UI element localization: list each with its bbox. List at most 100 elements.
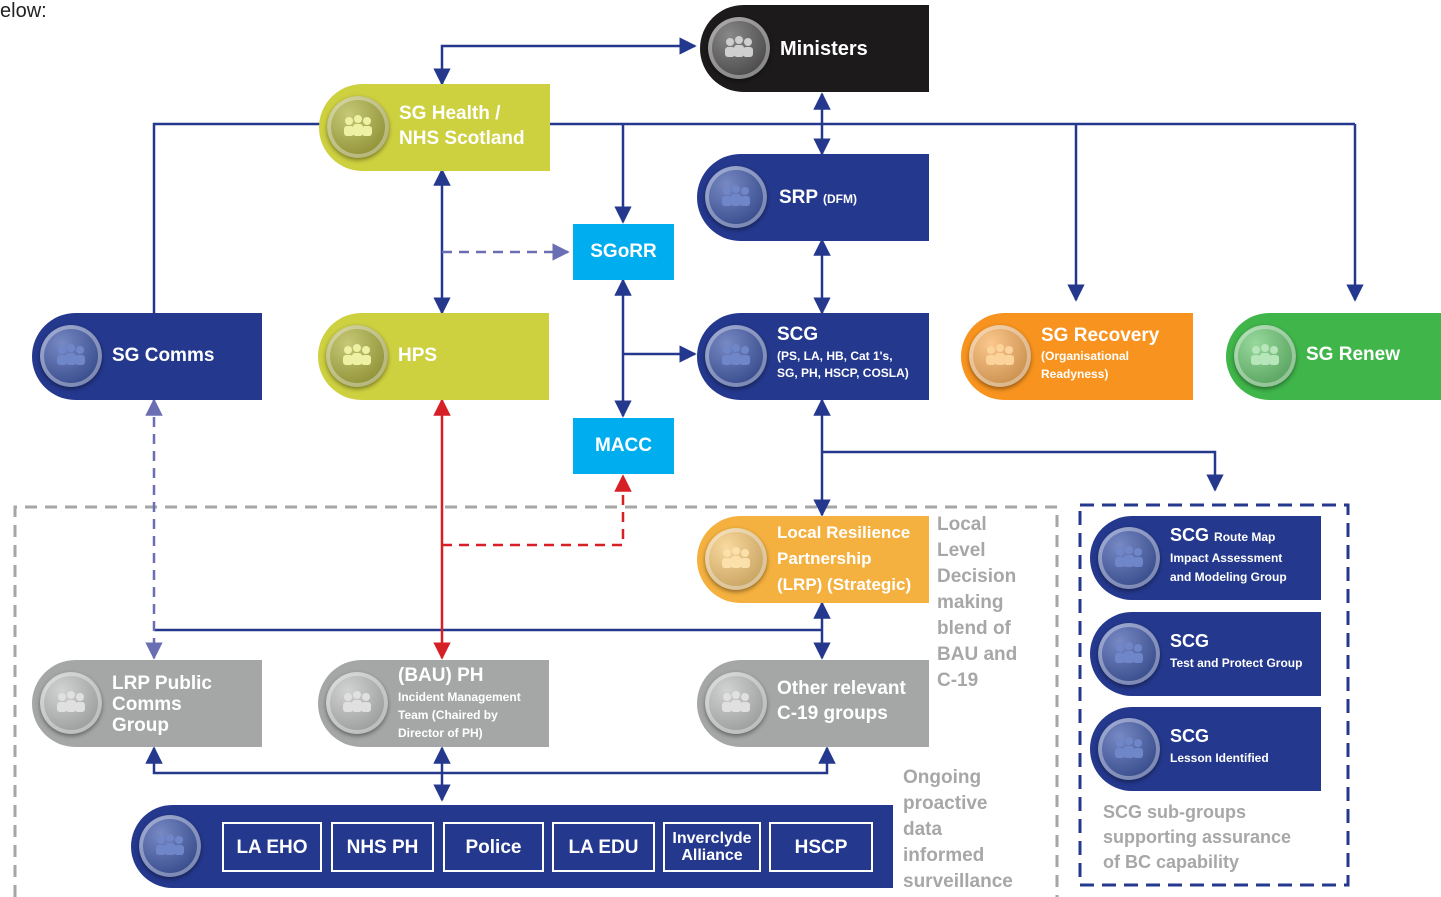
scg-sub-2: SG, PH, HSCP, COSLA)	[777, 366, 909, 380]
srp-node[interactable]: SRP (DFM)	[697, 154, 929, 241]
cell-inverclyde-line1: Inverclyde	[672, 830, 752, 847]
scg-test-node[interactable]: SCG Test and Protect Group	[1090, 612, 1321, 696]
trunk-top	[152, 122, 322, 313]
cell-police[interactable]: Police	[443, 822, 544, 872]
note-line: Decision	[937, 566, 1017, 587]
page-note: elow:	[0, 0, 47, 22]
cell-hscp[interactable]: HSCP	[769, 822, 873, 872]
ongoing-note: Ongoing proactive data informed surveill…	[903, 765, 1013, 895]
people-icon	[327, 96, 389, 158]
people-icon	[1098, 527, 1160, 589]
scg-lesson-node[interactable]: SCG Lesson Identified	[1090, 707, 1321, 791]
scg-routemap-sub-1: Impact Assessment	[1170, 551, 1283, 565]
scg-routemap-title: SCG Route Map	[1170, 526, 1275, 545]
scg-node[interactable]: SCG (PS, LA, HB, Cat 1's, SG, PH, HSCP, …	[697, 313, 929, 400]
cell-la-eho[interactable]: LA EHO	[222, 822, 322, 872]
people-icon	[1234, 325, 1296, 387]
sg-recovery-node[interactable]: SG Recovery (Organisational Readyness)	[961, 313, 1193, 400]
sg-recovery-title: SG Recovery	[1041, 325, 1160, 346]
people-icon	[326, 325, 388, 387]
arrow-ph-macc-dashed	[442, 474, 632, 547]
subgroups-region	[1078, 503, 1350, 887]
other-groups-label-1: Other relevant	[777, 678, 906, 699]
note-line: C-19	[937, 670, 979, 691]
cell-nhs-ph[interactable]: NHS PH	[331, 822, 434, 872]
lrp-comms-label-3: Group	[112, 715, 169, 736]
red-connectors	[433, 398, 632, 660]
note-line: supporting assurance	[1103, 827, 1292, 847]
cell-la-edu[interactable]: LA EDU	[552, 822, 655, 872]
bau-ph-sub-2: Team (Chaired by	[398, 708, 498, 722]
sg-comms-node[interactable]: SG Comms	[32, 313, 262, 400]
ministers-node[interactable]: Ministers	[700, 5, 929, 92]
sg-renew-node[interactable]: SG Renew	[1226, 313, 1441, 400]
people-icon	[705, 672, 767, 734]
people-icon	[40, 672, 102, 734]
blue-connectors	[145, 37, 1364, 802]
people-icon	[705, 166, 767, 228]
cell-la-edu-label: LA EDU	[568, 836, 639, 858]
srp-label: SRP (DFM)	[779, 188, 857, 208]
people-icon	[705, 528, 767, 590]
scg-routemap-sub-2: and Modeling Group	[1170, 570, 1287, 584]
other-groups-node[interactable]: Other relevant C-19 groups	[697, 660, 929, 747]
srp-title: SRP	[779, 187, 818, 208]
people-icon	[326, 672, 388, 734]
lrp-node[interactable]: Local Resilience Partnership (LRP) (Stra…	[697, 516, 929, 603]
arrow-health-ministers	[433, 37, 697, 86]
sgorr-node[interactable]: SGoRR	[573, 224, 674, 280]
note-line: proactive	[903, 793, 988, 814]
ministers-label: Ministers	[780, 38, 868, 60]
sg-comms-label: SG Comms	[112, 345, 215, 366]
sg-health-label-2: NHS Scotland	[399, 128, 525, 149]
note-line: surveillance	[903, 871, 1013, 892]
bau-ph-node[interactable]: (BAU) PH Incident Management Team (Chair…	[318, 660, 549, 747]
cell-inverclyde-line2: Alliance	[681, 847, 743, 864]
srp-sub: (DFM)	[823, 192, 857, 206]
bottom-bar	[131, 805, 893, 888]
lrp-comms-label-1: LRP Public	[112, 673, 212, 694]
people-icon	[40, 325, 102, 387]
note-line: of BC capability	[1103, 852, 1240, 872]
lrp-label-2: Partnership	[777, 549, 872, 568]
people-icon	[1098, 718, 1160, 780]
hps-node[interactable]: HPS	[318, 313, 549, 400]
macc-node[interactable]: MACC	[573, 418, 674, 474]
people-icon	[1098, 623, 1160, 685]
cell-inverclyde[interactable]: Inverclyde Alliance	[663, 822, 761, 872]
lrp-comms-node[interactable]: LRP Public Comms Group	[32, 660, 262, 747]
scg-routemap-title-suffix: Route Map	[1214, 530, 1276, 544]
lrp-label-1: Local Resilience	[777, 523, 911, 542]
people-icon	[705, 325, 767, 387]
sg-recovery-sub-1: (Organisational	[1041, 349, 1130, 363]
local-level-region	[13, 505, 1059, 897]
sg-health-node[interactable]: SG Health / NHS Scotland	[319, 84, 550, 171]
lrp-label-3: (LRP) (Strategic)	[777, 575, 912, 594]
people-icon	[139, 815, 201, 877]
note-line: data	[903, 819, 943, 840]
arrow-to-subgroups	[822, 450, 1224, 492]
people-icon	[969, 325, 1031, 387]
note-line: Ongoing	[903, 767, 982, 788]
scg-test-title: SCG	[1170, 631, 1210, 651]
bau-ph-title: (BAU) PH	[398, 665, 484, 686]
sg-recovery-sub-2: Readyness)	[1041, 367, 1109, 381]
bau-ph-sub-1: Incident Management	[398, 690, 521, 704]
subgroups-note: SCG sub-groups supporting assurance of B…	[1103, 800, 1291, 875]
note-line: blend of	[937, 618, 1011, 639]
note-line: Level	[937, 540, 986, 561]
note-line: Local	[937, 514, 987, 535]
scg-routemap-node[interactable]: SCG Route Map Impact Assessment and Mode…	[1090, 516, 1321, 600]
sg-health-label-1: SG Health /	[399, 103, 501, 124]
people-icon	[708, 17, 770, 79]
bau-ph-sub-3: Director of PH)	[398, 726, 483, 740]
note-line: informed	[903, 845, 985, 866]
note-line: BAU and	[937, 644, 1018, 665]
scg-lesson-sub: Lesson Identified	[1170, 751, 1269, 765]
hps-label: HPS	[398, 345, 438, 366]
bottom-connector	[145, 746, 836, 775]
lrp-comms-label-2: Comms	[112, 694, 182, 715]
scg-title: SCG	[777, 324, 819, 345]
scg-sub-1: (PS, LA, HB, Cat 1's,	[777, 349, 893, 363]
